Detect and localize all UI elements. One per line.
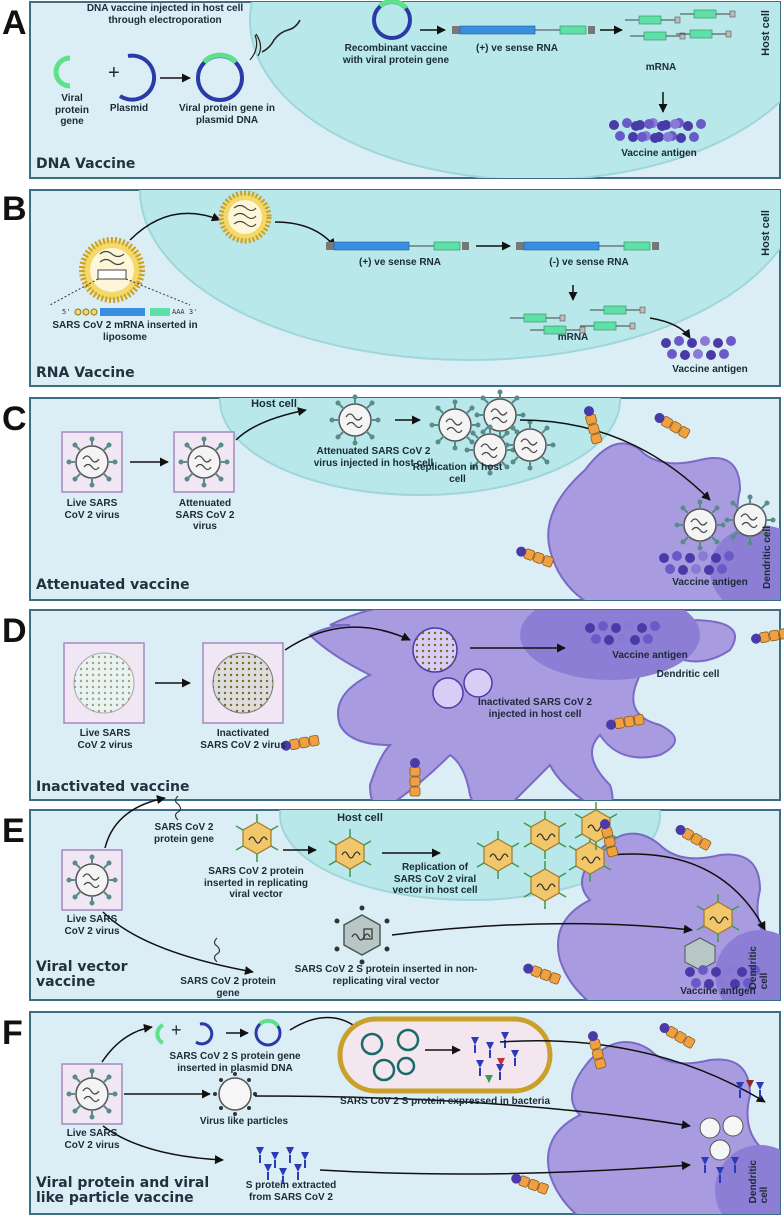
panel-d-injected-label: Inactivated SARS CoV 2 injected in host … bbox=[478, 697, 592, 720]
panel-b-letter: B bbox=[2, 190, 27, 228]
panel-e-replicating-label: SARS CoV 2 protein inserted in replicati… bbox=[204, 866, 308, 900]
panel-a-recombinant-label: Recombinant vaccine with viral protein g… bbox=[342, 43, 450, 66]
panel-a-positive-rna-label: (+) ve sense RNA bbox=[476, 43, 558, 54]
panel-c-letter: C bbox=[2, 400, 27, 438]
panel-c-antigen-label: Vaccine antigen bbox=[672, 577, 748, 588]
panel-a-letter: A bbox=[2, 4, 27, 42]
panel-c-replication-label: Replication in host cell bbox=[412, 462, 503, 485]
panel-d-title: Inactivated vaccine bbox=[36, 779, 190, 795]
panel-e-replication-label: Replication of SARS CoV 2 viral vector i… bbox=[392, 862, 478, 896]
panel-f-bacteria-label: SARS CoV 2 S protein expressed in bacter… bbox=[339, 1096, 551, 1107]
panel-f-title: Viral protein and viral like particle va… bbox=[36, 1175, 210, 1206]
panel-e-protein-gene-top-label: SARS CoV 2 protein gene bbox=[153, 822, 214, 845]
panel-e-antigen-label: Vaccine antigen bbox=[680, 986, 756, 997]
panel-d-inactivated-label: Inactivated SARS CoV 2 virus bbox=[200, 728, 286, 751]
panel-f-plus-sign: + bbox=[171, 1020, 182, 1040]
panel-d-graphics bbox=[29, 609, 784, 801]
panel-e-letter: E bbox=[2, 812, 25, 850]
panel-d-live-virus-label: Live SARS CoV 2 virus bbox=[77, 728, 133, 751]
panel-b-title: RNA Vaccine bbox=[36, 365, 135, 381]
panel-e-live-virus-label: Live SARS CoV 2 virus bbox=[64, 914, 120, 937]
panel-e-dendritic-label: Dendritic cell bbox=[748, 946, 770, 990]
panel-c-host-cell-label: Host cell bbox=[251, 398, 297, 410]
panel-f-extracted-label: S protein extracted from SARS CoV 2 bbox=[245, 1180, 337, 1203]
panel-e-host-cell-label: Host cell bbox=[337, 812, 383, 824]
panel-d-antigen-label: Vaccine antigen bbox=[612, 650, 688, 661]
panel-a-viral-gene-in-plasmid-label: Viral protein gene in plasmid DNA bbox=[179, 103, 275, 126]
panel-a-mrna-label: mRNA bbox=[645, 62, 677, 73]
panel-b-negative-rna-label: (-) ve sense RNA bbox=[549, 257, 629, 268]
panel-c-live-virus-label: Live SARS CoV 2 virus bbox=[64, 498, 120, 521]
panel-e-non-replicating-label: SARS CoV 2 S protein inserted in non- re… bbox=[294, 964, 478, 987]
panel-a-plasmid-label: Plasmid bbox=[109, 103, 149, 114]
panel-b-positive-rna-label: (+) ve sense RNA bbox=[359, 257, 441, 268]
panel-a-antigen-label: Vaccine antigen bbox=[621, 148, 697, 159]
panel-e-protein-gene-bottom-label: SARS CoV 2 protein gene bbox=[180, 976, 276, 999]
panel-f-graphics bbox=[29, 1011, 781, 1215]
panel-d-letter: D bbox=[2, 612, 27, 650]
panel-c-dendritic-label: Dendritic cell bbox=[762, 526, 773, 589]
panel-f-vlp-label: Virus like particles bbox=[199, 1116, 289, 1127]
panel-c-attenuated-label: Attenuated SARS CoV 2 virus bbox=[175, 498, 235, 532]
panel-a-plus-sign: + bbox=[108, 62, 120, 84]
panel-b-mrna-label: mRNA bbox=[557, 332, 589, 343]
panel-b-antigen-label: Vaccine antigen bbox=[672, 364, 748, 375]
panel-f-dendritic-label: Dendritic cell bbox=[748, 1160, 770, 1204]
panel-f-gene-plasmid-label: SARS CoV 2 S protein gene inserted in pl… bbox=[169, 1051, 301, 1074]
panel-b-five-prime: 5' bbox=[62, 308, 71, 316]
panel-f-letter: F bbox=[2, 1014, 23, 1052]
panel-b-three-prime: AAA 3' bbox=[172, 308, 198, 316]
panel-b-host-cell-label: Host cell bbox=[760, 210, 772, 256]
panel-a-electroporation-label: DNA vaccine injected in host cell throug… bbox=[86, 3, 244, 26]
panel-c-injected-label: Attenuated SARS CoV 2 virus injected in … bbox=[313, 446, 434, 469]
panel-a-viral-protein-gene-label: Viral protein gene bbox=[55, 93, 89, 127]
panel-c-title: Attenuated vaccine bbox=[36, 577, 190, 593]
panel-c-graphics bbox=[29, 388, 781, 601]
panel-a-graphics bbox=[29, 0, 781, 179]
panel-a-title: DNA Vaccine bbox=[36, 156, 136, 172]
panel-d-dendritic-label: Dendritic cell bbox=[656, 669, 720, 680]
panel-f-live-virus-label: Live SARS CoV 2 virus bbox=[64, 1128, 120, 1151]
panel-e-graphics bbox=[29, 795, 781, 1001]
panel-a-host-cell-label: Host cell bbox=[760, 10, 772, 56]
panel-e-title: Viral vector vaccine bbox=[36, 959, 128, 990]
panel-b-mrna-liposome-label: SARS CoV 2 mRNA inserted in liposome bbox=[52, 320, 198, 343]
panel-b-graphics bbox=[29, 189, 781, 387]
